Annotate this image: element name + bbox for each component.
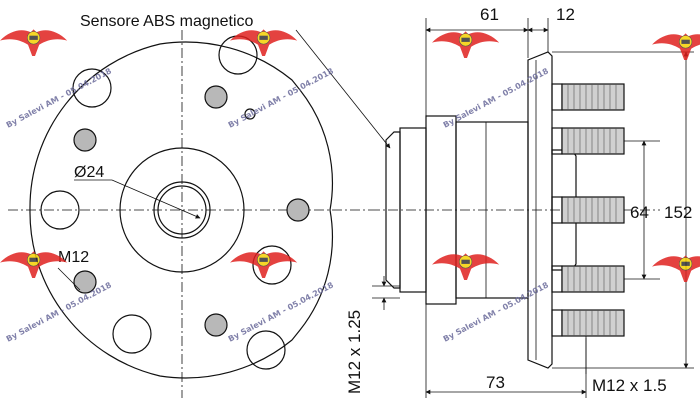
stud-hole [73, 128, 97, 152]
lightening-hole [252, 245, 292, 285]
watermark-logo [431, 31, 500, 59]
lightening-hole [72, 68, 112, 108]
small-bolt-hole [244, 108, 256, 120]
lightening-hole [40, 190, 80, 230]
stud-hole [73, 270, 97, 294]
watermark-text: By Salevi AM - 05.04.2018 [5, 280, 114, 343]
diameter-label: Ø24 [74, 164, 104, 181]
watermark-text: By Salevi AM - 05.04.2018 [5, 66, 114, 129]
watermark-text: By Salevi AM - 05.04.2018 [442, 66, 551, 129]
stud-spec-label: M12 x 1.5 [592, 376, 667, 395]
watermark-text: By Salevi AM - 05.04.2018 [442, 280, 551, 343]
dim-73-label: 73 [486, 373, 505, 392]
bolt-spec-label: M12 x 1.25 [345, 310, 364, 394]
stud-hole [204, 313, 228, 337]
watermark-layer: By Salevi AM - 05.04.2018 By Salevi AM -… [0, 29, 700, 344]
lightening-hole [246, 330, 286, 370]
front-view: Ø24 M12 Sensore ABS magnetico [8, 13, 391, 398]
stud-hole [204, 85, 228, 109]
side-view: 61 12 64 152 73 M12 x 1.25 M12 x 1.5 [345, 5, 694, 398]
thread-leader [57, 267, 81, 291]
watermark-logo [229, 251, 298, 279]
watermark-logo [651, 33, 700, 61]
hub-outer-ring [119, 147, 245, 273]
watermark-logo [651, 255, 700, 283]
lightening-hole [112, 314, 152, 354]
wheel-studs [551, 83, 625, 337]
sensor-leader [295, 29, 391, 149]
thread-label: M12 [58, 249, 89, 266]
spline-bore-outer [153, 181, 211, 239]
flange-outline [29, 41, 334, 379]
watermark-logo [229, 29, 298, 57]
diameter-leader [111, 179, 201, 219]
watermark-logo [0, 29, 68, 57]
stud-hole [286, 198, 310, 222]
watermark-logo [431, 253, 500, 281]
dim-152-label: 152 [664, 203, 692, 222]
dim-12-label: 12 [556, 5, 575, 24]
spline-bore-inner [157, 185, 207, 235]
dim-61-label: 61 [480, 5, 499, 24]
sensor-label: Sensore ABS magnetico [80, 13, 254, 30]
watermark-text: By Salevi AM - 05.04.2018 [227, 280, 336, 343]
dim-64-label: 64 [630, 203, 649, 222]
